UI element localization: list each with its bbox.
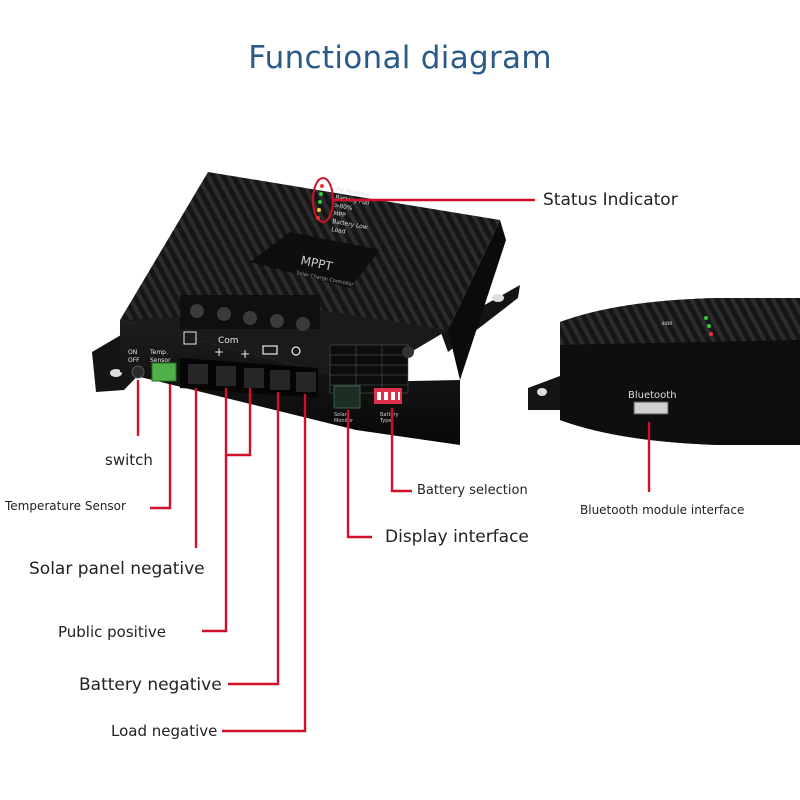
terminal-screws (180, 295, 320, 331)
label-public-positive: Public positive (58, 623, 166, 641)
label-bluetooth-module-interface: Bluetooth module interface (580, 503, 745, 517)
plus-sign-1: + (214, 345, 224, 359)
solar-monitor-label: Solar (334, 412, 348, 418)
bluetooth-port (633, 401, 669, 415)
svg-text:Sensor: Sensor (150, 357, 171, 364)
leader-lines (136, 198, 651, 733)
page-title: Functional diagram (248, 40, 552, 76)
status-led-cluster: PV Reverse Battery Full >80% MPP Battery… (312, 177, 370, 236)
svg-text:Type: Type (379, 418, 391, 424)
label-temperature-sensor: Temperature Sensor (5, 499, 126, 513)
case-screw (402, 346, 414, 358)
svg-text:Monitor: Monitor (334, 418, 354, 424)
label-load-negative: Load negative (111, 722, 218, 740)
label-battery-selection: Battery selection (417, 483, 528, 498)
label-plate (250, 232, 380, 288)
svg-text:MPP: MPP (333, 210, 347, 219)
side-device-view: Bluetooth MPP (528, 298, 800, 445)
label-display-interface: Display interface (385, 527, 529, 547)
temp-sensor-connector (151, 362, 177, 382)
power-switch (131, 365, 145, 379)
battery-type-label: Battery (380, 412, 399, 418)
brand-text: MPPT (299, 253, 334, 274)
svg-text:MPP: MPP (662, 319, 672, 325)
bluetooth-label: Bluetooth (628, 390, 677, 401)
right-side (448, 220, 506, 380)
label-status-indicator: Status Indicator (543, 190, 678, 210)
plus-sign-2: + (240, 347, 250, 361)
label-switch: switch (105, 451, 153, 469)
on-off-label: ON (128, 349, 137, 356)
com-label: Com (218, 336, 239, 346)
lamp-symbol (291, 346, 301, 356)
solar-symbol (183, 331, 197, 345)
label-battery-negative: Battery negative (79, 675, 222, 695)
terminal-sockets (180, 358, 318, 398)
svg-text:OFF: OFF (128, 357, 140, 364)
temp-sensor-label: Temp. (149, 349, 168, 356)
svg-text:>80%: >80% (334, 202, 354, 212)
svg-text:Load: Load (331, 226, 347, 235)
display-port (333, 385, 361, 409)
battery-symbol (262, 345, 278, 355)
label-solar-panel-negative: Solar panel negative (29, 559, 205, 579)
